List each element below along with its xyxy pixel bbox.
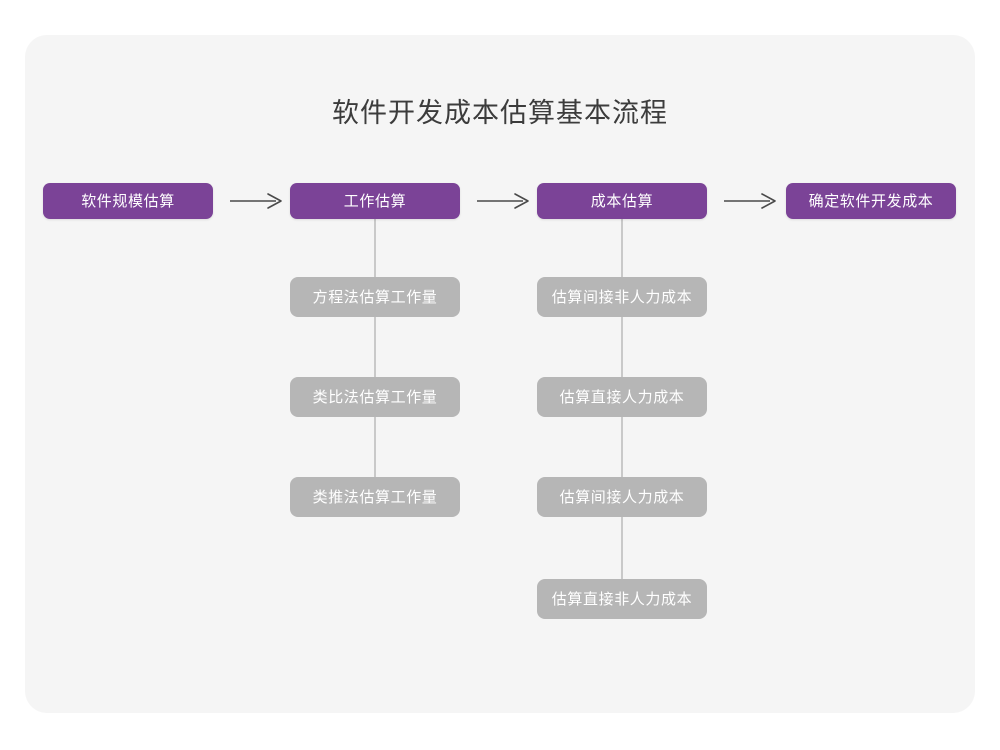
- branch-item-label: 估算间接非人力成本: [551, 288, 693, 306]
- flow-step-cost-estimation[interactable]: 成本估算: [537, 183, 707, 219]
- flow-step-software-scale-estimation[interactable]: 软件规模估算: [43, 183, 213, 219]
- connector-line-branch-1: [374, 218, 376, 508]
- branch-item-label: 类推法估算工作量: [312, 488, 438, 506]
- flow-arrow-1: [222, 186, 292, 216]
- flow-step-label: 成本估算: [590, 192, 654, 210]
- branch-item-inference-method-effort[interactable]: 类推法估算工作量: [290, 477, 460, 517]
- branch-item-indirect-nonlabor-cost[interactable]: 估算间接非人力成本: [537, 277, 707, 317]
- branch-item-label: 估算间接人力成本: [559, 488, 685, 506]
- flow-step-work-estimation[interactable]: 工作估算: [290, 183, 460, 219]
- arrow-right-icon: [230, 193, 282, 209]
- arrow-right-icon: [477, 193, 529, 209]
- flow-step-determine-development-cost[interactable]: 确定软件开发成本: [786, 183, 956, 219]
- flow-arrow-2: [469, 186, 539, 216]
- arrow-right-icon: [724, 193, 776, 209]
- branch-item-analogy-method-effort[interactable]: 类比法估算工作量: [290, 377, 460, 417]
- branch-item-label: 方程法估算工作量: [312, 288, 438, 306]
- flow-arrow-3: [716, 186, 786, 216]
- branch-item-direct-nonlabor-cost[interactable]: 估算直接非人力成本: [537, 579, 707, 619]
- branch-item-direct-labor-cost[interactable]: 估算直接人力成本: [537, 377, 707, 417]
- flow-step-label: 工作估算: [343, 192, 407, 210]
- branch-item-label: 类比法估算工作量: [312, 388, 438, 406]
- branch-item-label: 估算直接非人力成本: [551, 590, 693, 608]
- branch-item-label: 估算直接人力成本: [559, 388, 685, 406]
- diagram-card: [25, 35, 975, 713]
- flow-step-label: 确定软件开发成本: [808, 192, 934, 210]
- page-title: 软件开发成本估算基本流程: [332, 98, 668, 128]
- branch-item-equation-method-effort[interactable]: 方程法估算工作量: [290, 277, 460, 317]
- flow-step-label: 软件规模估算: [81, 192, 175, 210]
- branch-item-indirect-labor-cost[interactable]: 估算间接人力成本: [537, 477, 707, 517]
